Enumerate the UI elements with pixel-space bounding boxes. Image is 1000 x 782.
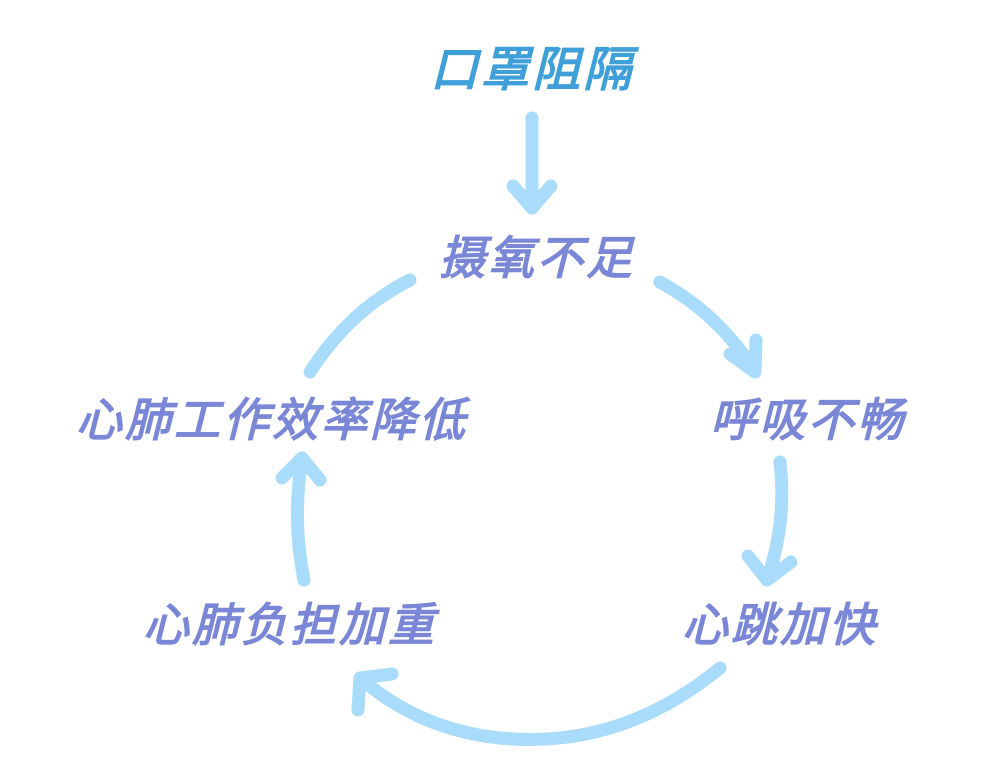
arrow-burden-to-efficiency	[275, 451, 327, 587]
arrow-heart-to-burden	[351, 661, 727, 747]
node-cardiopulmonary-efficiency-decrease: 心肺工作效率降低	[76, 393, 468, 447]
node-oxygen-deficit: 摄氧不足	[439, 231, 635, 285]
arrow-oxygen-to-breath	[653, 275, 763, 379]
node-mask-barrier: 口罩阻隔	[429, 42, 635, 98]
arrow-source-to-oxygen	[506, 111, 558, 215]
node-heart-rate-increase: 心跳加快	[682, 598, 878, 652]
node-cardiopulmonary-burden: 心肺负担加重	[143, 598, 437, 652]
arrow-breath-to-heart	[741, 455, 798, 587]
arrow-efficiency-to-oxygen	[303, 273, 417, 379]
node-breathing-difficulty: 呼吸不畅	[710, 393, 906, 447]
